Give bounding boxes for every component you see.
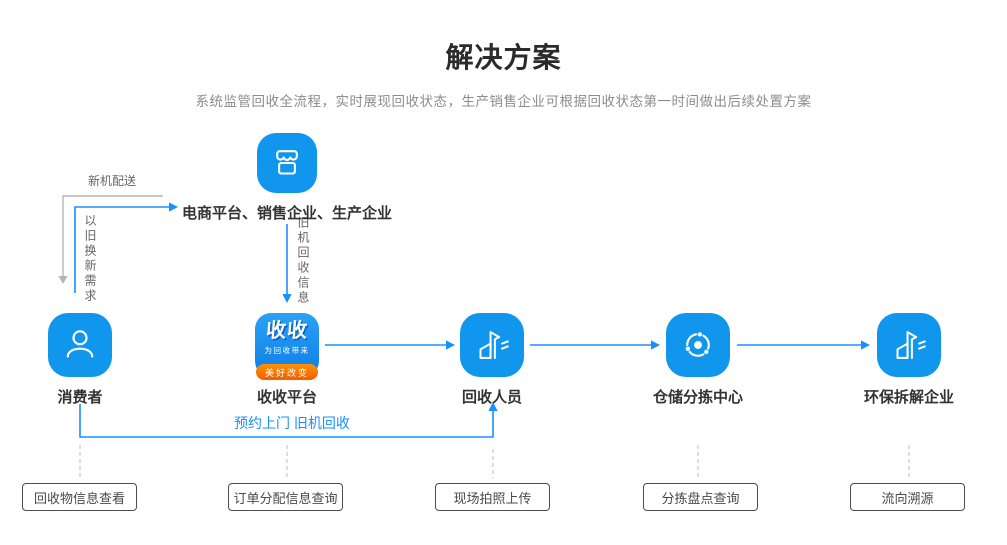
node-consumer: 消费者 [0,313,160,407]
node-recycler: 回收人员 [412,313,572,407]
node-recycler-label: 回收人员 [461,389,522,406]
node-platforms: 电商平台、销售企业、生产企业 [137,133,437,223]
edge-label-old-machine-info: 旧机回收信息 [296,216,310,306]
feature-box-sorting-query: 分拣盘点查询 [643,483,758,511]
node-dismantler-label: 环保拆解企业 [863,389,954,406]
page-subtitle: 系统监管回收全流程，实时展现回收状态，生产销售企业可根据回收状态第一时间做出后续… [195,94,812,109]
building-truck-icon [877,313,941,377]
storefront-icon [257,133,317,193]
node-warehouse-label: 仓储分拣中心 [652,389,743,406]
node-platforms-label: 电商平台、销售企业、生产企业 [181,205,392,222]
shoushou-logo-ribbon: 美好改变 [256,364,318,380]
distribution-icon [666,313,730,377]
dashed-drop-lines [79,445,910,478]
feature-box-order-assign: 订单分配信息查询 [228,483,343,511]
edge-label-appointment: 预约上门 旧机回收 [234,415,350,431]
shoushou-logo-tagline: 为回收带来 [264,346,310,355]
edge-label-new-machine-delivery: 新机配送 [88,174,137,188]
feature-box-flow-trace: 流向溯源 [850,483,965,511]
shoushou-logo-name: 收收 [265,320,309,342]
node-dismantler: 环保拆解企业 [829,313,989,407]
page-title: 解决方案 [445,42,562,73]
building-truck-icon [460,313,524,377]
feature-box-photo-upload: 现场拍照上传 [435,483,550,511]
edge-label-trade-in-demand: 以旧换新需求 [83,214,97,304]
node-shoushou: 收收 为回收带来 美好改变 收收平台 [207,313,367,407]
edge-old-machine-info-line [282,224,292,303]
feature-box-recycle-info: 回收物信息查看 [22,483,137,511]
node-warehouse: 仓储分拣中心 [618,313,778,407]
node-consumer-label: 消费者 [57,389,103,406]
user-icon [48,313,112,377]
shoushou-logo: 收收 为回收带来 美好改变 [255,313,319,380]
node-shoushou-label: 收收平台 [256,389,317,406]
